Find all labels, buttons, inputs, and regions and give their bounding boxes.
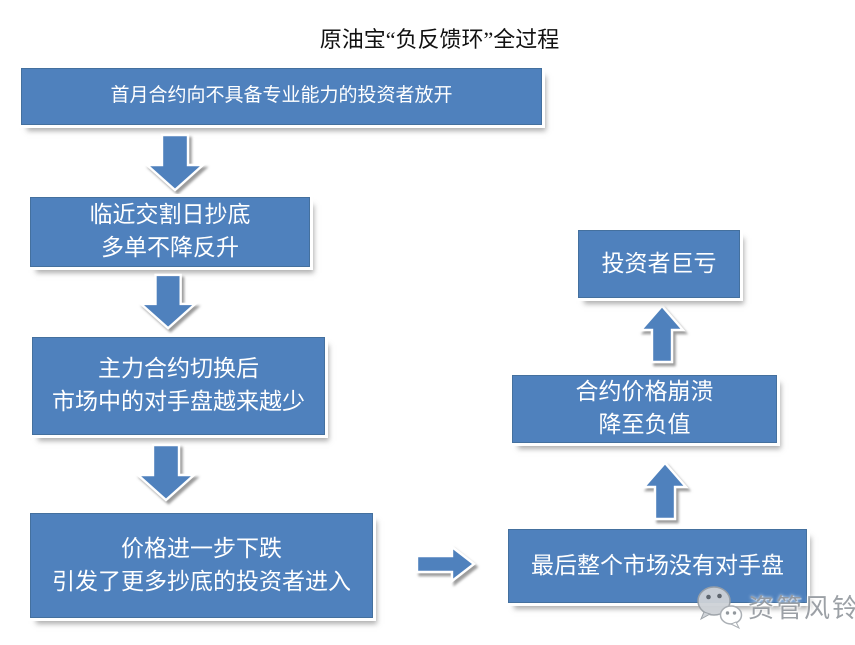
arrow-down-icon xyxy=(134,443,198,502)
arrow-down-icon xyxy=(137,273,199,330)
watermark: 资管风铃 xyxy=(694,582,855,630)
flow-box-text: 引发了更多抄底的投资者进入 xyxy=(52,568,351,594)
flow-box-text: 市场中的对手盘越来越少 xyxy=(52,389,305,414)
flow-box-price-drop: 价格进一步下跌 引发了更多抄底的投资者进入 xyxy=(30,513,373,618)
arrow-right-icon xyxy=(415,544,476,584)
flow-box-text: 合约价格崩溃 xyxy=(575,379,714,405)
flow-box-text: 价格进一步下跌 xyxy=(121,535,282,561)
arrow-up-icon xyxy=(641,461,689,521)
flow-box-text: 投资者巨亏 xyxy=(601,250,717,276)
flow-box-contract-opened: 首月合约向不具备专业能力的投资者放开 xyxy=(21,68,542,125)
page-title: 原油宝“负反馈环”全过程 xyxy=(319,27,560,52)
flow-box-investor-loss: 投资者巨亏 xyxy=(578,230,740,298)
wechat-icon xyxy=(697,586,743,630)
flow-box-text: 降至负值 xyxy=(598,412,691,437)
arrow-down-icon xyxy=(143,133,207,192)
flow-box-text: 主力合约切换后 xyxy=(98,356,259,382)
flow-box-price-collapse: 合约价格崩溃 降至负值 xyxy=(512,375,777,443)
flow-box-text: 临近交割日抄底 xyxy=(89,202,251,228)
flow-box-text: 多单不降反升 xyxy=(101,235,239,260)
flow-box-counterparty-decline: 主力合约切换后 市场中的对手盘越来越少 xyxy=(32,337,325,435)
flow-box-text: 最后整个市场没有对手盘 xyxy=(531,552,784,578)
watermark-label: 资管风铃 xyxy=(748,593,855,623)
flow-box-no-counterparty: 最后整个市场没有对手盘 xyxy=(508,529,807,603)
arrow-up-icon xyxy=(638,304,686,364)
flow-box-bottom-fishing: 临近交割日抄底 多单不降反升 xyxy=(30,197,310,267)
flow-box-text: 首月合约向不具备专业能力的投资者放开 xyxy=(110,85,453,107)
